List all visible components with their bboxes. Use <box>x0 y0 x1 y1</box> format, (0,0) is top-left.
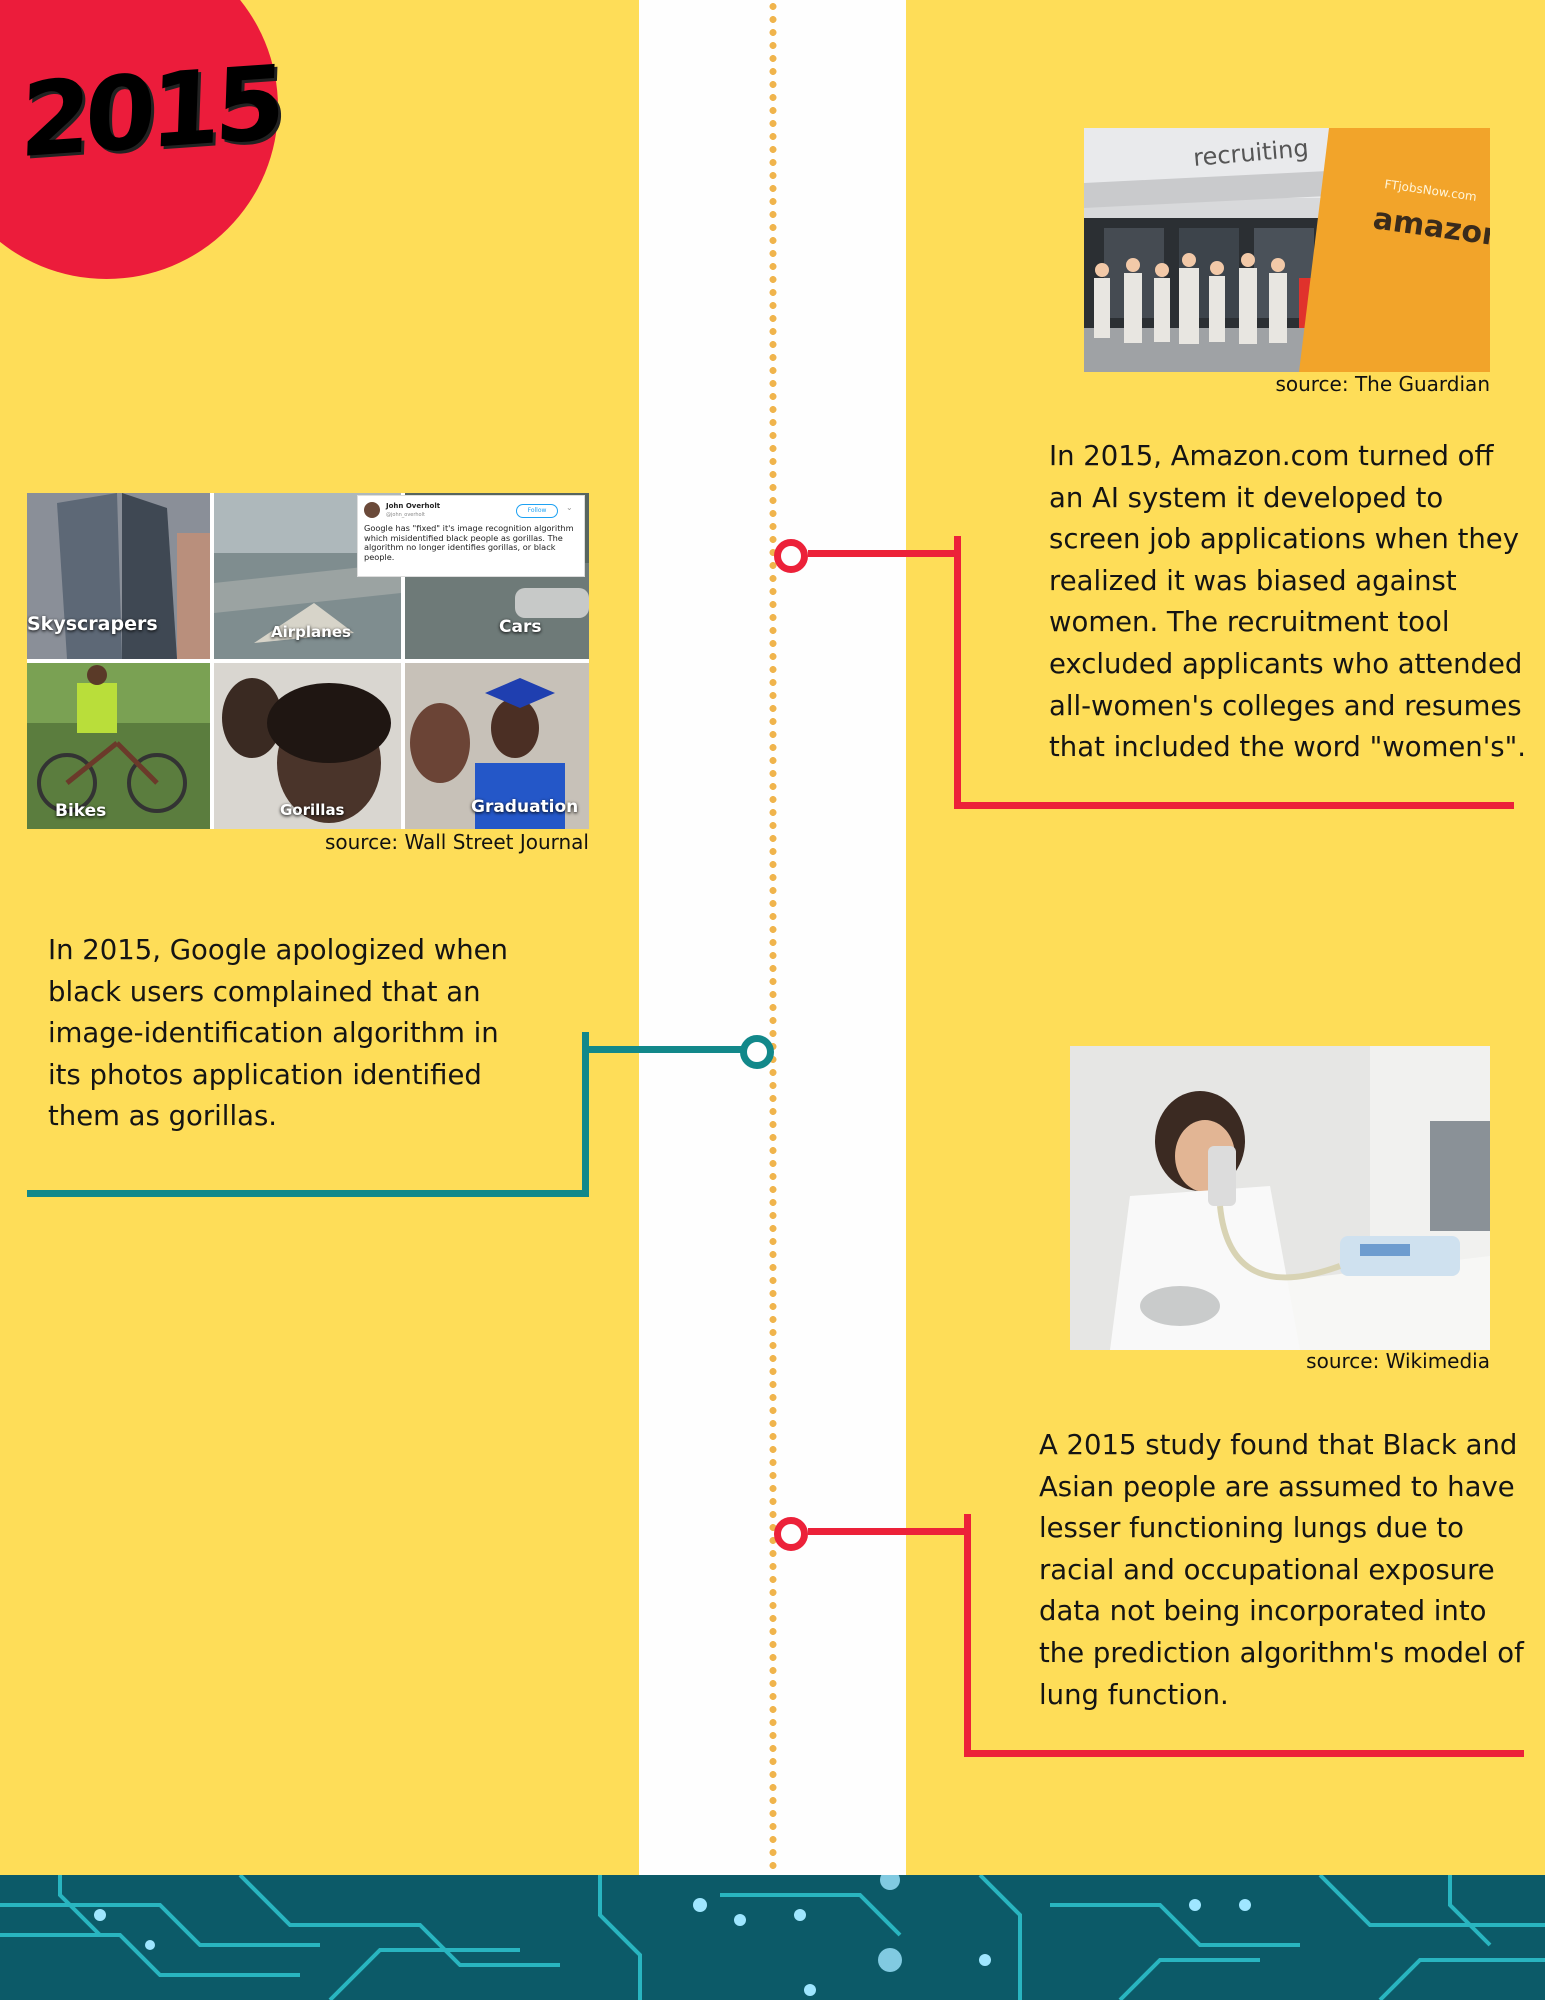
lung-connector-vertical <box>964 1514 971 1757</box>
amazon-photo-source: source: The Guardian <box>1275 372 1490 396</box>
tweet-author: John Overholt <box>386 502 441 510</box>
amazon-connector-horizontal <box>808 550 960 557</box>
lung-test-photo <box>1070 1046 1490 1350</box>
year-label: 2015 <box>18 43 282 182</box>
google-timeline-marker <box>740 1035 774 1069</box>
lung-timeline-marker <box>774 1517 808 1551</box>
grid-cell-gorillas: Gorillas <box>214 663 401 829</box>
grid-cell-skyscrapers: Skyscrapers <box>27 493 210 659</box>
lung-connector-underline <box>964 1750 1524 1757</box>
tweet-card: John Overholt @john_overholt Follow ⌄ Go… <box>357 495 585 577</box>
tweet-text: Google has "fixed" it's image recognitio… <box>364 523 574 562</box>
grid-label-airplanes: Airplanes <box>271 623 351 641</box>
amazon-connector-vertical <box>954 536 961 809</box>
google-photo-source: source: Wall Street Journal <box>324 830 589 854</box>
google-photos-screenshot: Skyscrapers Airplanes Cars John Overholt… <box>27 493 589 829</box>
google-connector-horizontal <box>582 1046 744 1053</box>
amazon-recruiting-photo: recruiting FTjobsNow.com amazon <box>1084 128 1490 372</box>
google-connector-vertical <box>582 1032 589 1197</box>
grid-cell-graduation: Graduation <box>405 663 589 829</box>
amazon-event-text: In 2015, Amazon.com turned off an AI sys… <box>1049 440 1527 764</box>
grid-label-skyscrapers: Skyscrapers <box>27 613 158 635</box>
grid-label-gorillas: Gorillas <box>280 801 345 819</box>
grid-cell-bikes: Bikes <box>27 663 210 829</box>
grid-label-cars: Cars <box>499 617 542 637</box>
timeline-dotted-line <box>769 0 777 1870</box>
google-connector-underline <box>27 1190 589 1197</box>
grid-label-graduation: Graduation <box>471 797 579 817</box>
grid-label-bikes: Bikes <box>55 801 107 821</box>
lung-event-text: A 2015 study found that Black and Asian … <box>1039 1429 1524 1711</box>
tweet-follow-button[interactable]: Follow <box>516 504 558 518</box>
tweet-chevron-icon[interactable]: ⌄ <box>566 503 573 512</box>
google-event-text: In 2015, Google apologized when black us… <box>48 934 508 1133</box>
tweet-avatar <box>364 502 380 518</box>
amazon-timeline-marker <box>774 539 808 573</box>
circuit-board-footer <box>0 1875 1545 2000</box>
lung-photo-source: source: Wikimedia <box>1306 1349 1490 1373</box>
lung-connector-horizontal <box>808 1528 971 1535</box>
amazon-connector-underline <box>954 802 1514 809</box>
tweet-handle: @john_overholt <box>386 512 425 518</box>
